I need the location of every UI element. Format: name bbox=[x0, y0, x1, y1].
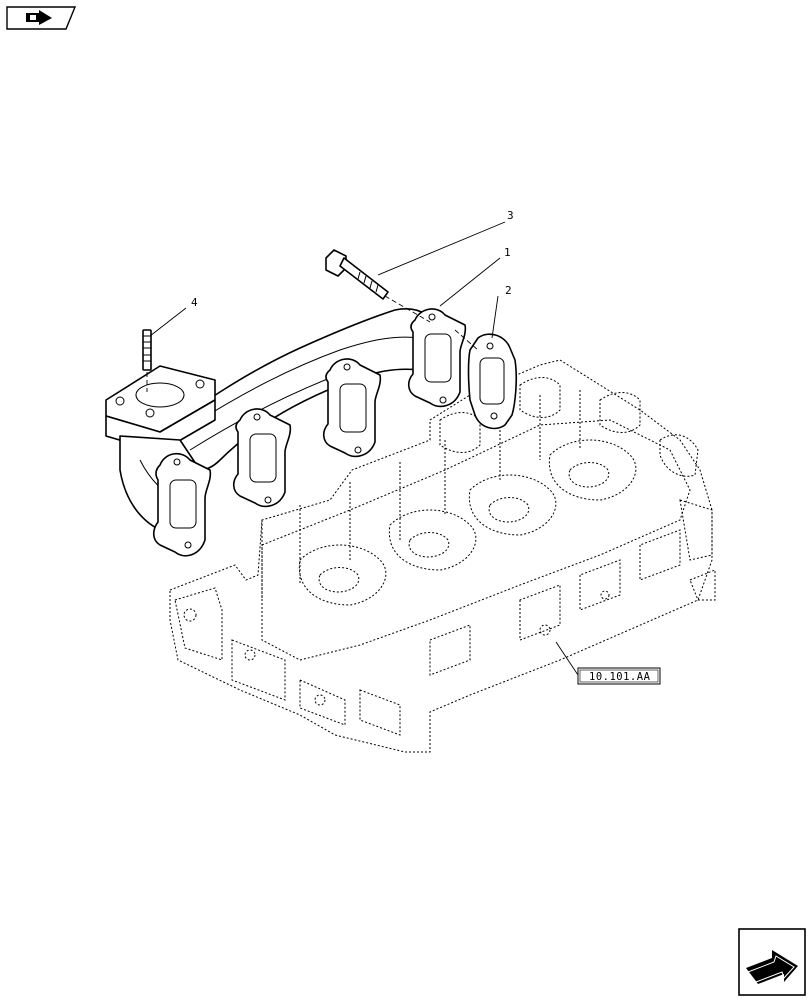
reference-box[interactable]: 10.101.AA bbox=[577, 667, 661, 685]
alignment-line-bolt bbox=[384, 295, 431, 323]
exhaust-manifold bbox=[105, 308, 467, 557]
reference-label: 10.101.AA bbox=[589, 671, 651, 683]
leader-line-1 bbox=[439, 257, 501, 307]
arrow-right-icon bbox=[738, 928, 806, 996]
leader-line-3 bbox=[377, 221, 506, 276]
callout-3: 3 bbox=[507, 209, 514, 222]
callout-2: 2 bbox=[505, 284, 512, 297]
arrow-left-icon bbox=[6, 6, 77, 30]
next-page-button[interactable] bbox=[738, 928, 806, 996]
previous-page-button[interactable] bbox=[6, 6, 77, 30]
cylinder-head-outline bbox=[169, 359, 716, 753]
leader-line-2 bbox=[491, 295, 499, 339]
callout-4: 4 bbox=[191, 296, 198, 309]
leader-line-ref bbox=[555, 641, 579, 676]
manifold-gasket bbox=[467, 333, 518, 430]
alignment-line-gasket bbox=[454, 329, 479, 351]
callout-1: 1 bbox=[504, 246, 511, 259]
leader-line-4 bbox=[149, 307, 187, 337]
flange-bolt bbox=[325, 249, 389, 300]
stud bbox=[142, 329, 152, 371]
